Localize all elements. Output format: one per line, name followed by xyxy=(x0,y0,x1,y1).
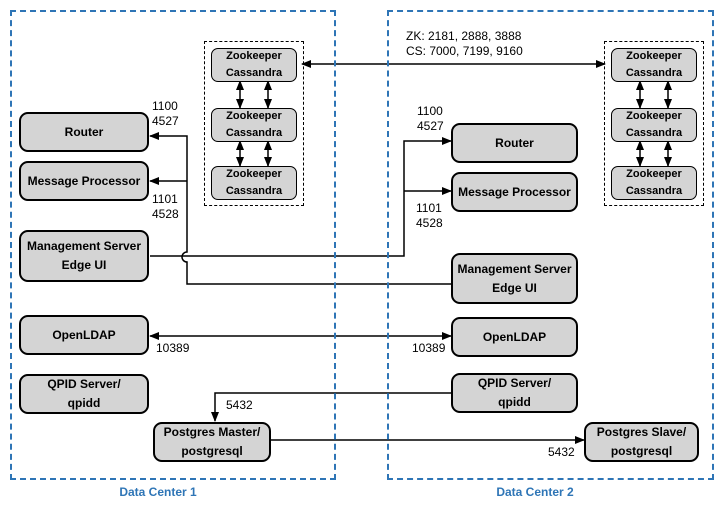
dc2-zookeeper-node-2: Zookeeper Cassandra xyxy=(611,108,697,142)
node-label-line-1: Zookeeper xyxy=(626,110,682,122)
node-label-line-2: Cassandra xyxy=(625,127,683,139)
node-label-line-1: Zookeeper xyxy=(626,168,682,180)
dc2-zookeeper-group xyxy=(604,41,704,206)
dc1-qpid-node: QPID Server/ qpidd xyxy=(19,374,149,414)
node-label-line-1: Management Server xyxy=(26,239,142,253)
node-label-line-2: Cassandra xyxy=(225,127,283,139)
postgres-master-port-label: 5432 xyxy=(226,398,253,413)
port-line: 5432 xyxy=(548,445,575,459)
port-line: 5432 xyxy=(226,398,253,412)
zk-cs-port-label: ZK: 2181, 2888, 3888 CS: 7000, 7199, 916… xyxy=(406,29,523,59)
port-line-1: 1101 xyxy=(416,201,442,215)
node-label-line-1: Zookeeper xyxy=(226,168,282,180)
dc1-openldap-node: OpenLDAP xyxy=(19,315,149,355)
node-label-line-2: postgresql xyxy=(610,444,673,458)
port-line-1: 1101 xyxy=(152,192,178,206)
node-label: OpenLDAP xyxy=(482,329,547,344)
qpid-to-postgres-master-path xyxy=(211,392,451,422)
node-label-line-2: Cassandra xyxy=(225,67,283,79)
node-label-line-2: qpidd xyxy=(498,395,531,409)
node-label-line-1: Management Server xyxy=(457,261,572,276)
node-label: Router xyxy=(495,135,534,150)
data-center-1-boundary xyxy=(10,10,336,480)
dc2-mp-port-label: 1101 4528 xyxy=(416,201,443,231)
dc2-qpid-node: QPID Server/ qpidd xyxy=(451,373,578,413)
node-label-line-2: Cassandra xyxy=(225,185,283,197)
zk-ports: ZK: 2181, 2888, 3888 xyxy=(406,29,522,43)
port-line-2: 4527 xyxy=(417,119,444,133)
dc2-ldap-port-label: 10389 xyxy=(412,341,445,356)
dc2-zookeeper-node-3: Zookeeper Cassandra xyxy=(611,166,697,200)
dc1-zookeeper-node-1: Zookeeper Cassandra xyxy=(211,48,297,82)
data-center-2-label: Data Center 2 xyxy=(496,485,574,499)
node-label-line-1: Zookeeper xyxy=(226,50,282,62)
node-label-line-1: Postgres Slave/ xyxy=(596,425,687,439)
dc1-zookeeper-node-2: Zookeeper Cassandra xyxy=(211,108,297,142)
cs-ports: CS: 7000, 7199, 9160 xyxy=(406,44,523,58)
node-label: Message Processor xyxy=(458,184,571,199)
port-line-1: 1100 xyxy=(417,104,443,118)
dc2-message-processor-node: Message Processor xyxy=(451,172,578,212)
dc1-ms-to-dc2-router-path xyxy=(150,137,452,257)
node-label-line-1: QPID Server/ xyxy=(477,376,552,390)
port-line-2: 4528 xyxy=(152,207,179,221)
dc1-zookeeper-node-3: Zookeeper Cassandra xyxy=(211,166,297,200)
dc1-postgres-master-node: Postgres Master/ postgresql xyxy=(153,422,271,462)
node-label: Router xyxy=(64,124,104,139)
dc1-management-server-node: Management Server Edge UI xyxy=(19,230,149,282)
node-label-line-1: Zookeeper xyxy=(226,110,282,122)
dc1-mp-port-label: 1101 4528 xyxy=(152,192,179,222)
dc2-router-port-label: 1100 4527 xyxy=(417,104,444,134)
dc2-ms-to-dc1-router-path xyxy=(149,132,451,285)
port-line: 10389 xyxy=(156,341,190,355)
node-label-line-2: Cassandra xyxy=(625,185,683,197)
postgres-slave-port-label: 5432 xyxy=(548,445,575,460)
node-label-line-1: Postgres Master/ xyxy=(163,425,261,439)
node-label: Message Processor xyxy=(27,173,141,188)
node-label: OpenLDAP xyxy=(52,327,116,342)
port-line-2: 4528 xyxy=(416,216,443,230)
dc1-message-processor-node: Message Processor xyxy=(19,161,149,201)
node-label-line-2: Edge UI xyxy=(492,280,537,295)
dc2-openldap-node: OpenLDAP xyxy=(451,317,578,357)
data-center-1-label: Data Center 1 xyxy=(119,485,197,499)
node-label-line-1: QPID Server/ xyxy=(47,377,121,391)
node-label-line-2: Cassandra xyxy=(625,67,683,79)
port-line: 10389 xyxy=(412,341,446,355)
data-center-2-boundary xyxy=(387,10,714,480)
port-line-1: 1100 xyxy=(152,99,178,113)
dc2-management-server-node: Management Server Edge UI xyxy=(451,253,578,304)
dc1-zookeeper-group xyxy=(204,41,304,206)
port-line-2: 4527 xyxy=(152,114,179,128)
node-label-line-2: qpidd xyxy=(67,396,101,410)
dc1-router-node: Router xyxy=(19,112,149,152)
dc2-zookeeper-node-1: Zookeeper Cassandra xyxy=(611,48,697,82)
dc1-ldap-port-label: 10389 xyxy=(156,341,189,356)
dc1-router-port-label: 1100 4527 xyxy=(152,99,179,129)
node-label-line-1: Zookeeper xyxy=(626,50,682,62)
dc2-router-node: Router xyxy=(451,123,578,163)
node-label-line-2: Edge UI xyxy=(61,258,107,272)
dc2-postgres-slave-node: Postgres Slave/ postgresql xyxy=(584,422,699,462)
node-label-line-2: postgresql xyxy=(181,444,243,458)
